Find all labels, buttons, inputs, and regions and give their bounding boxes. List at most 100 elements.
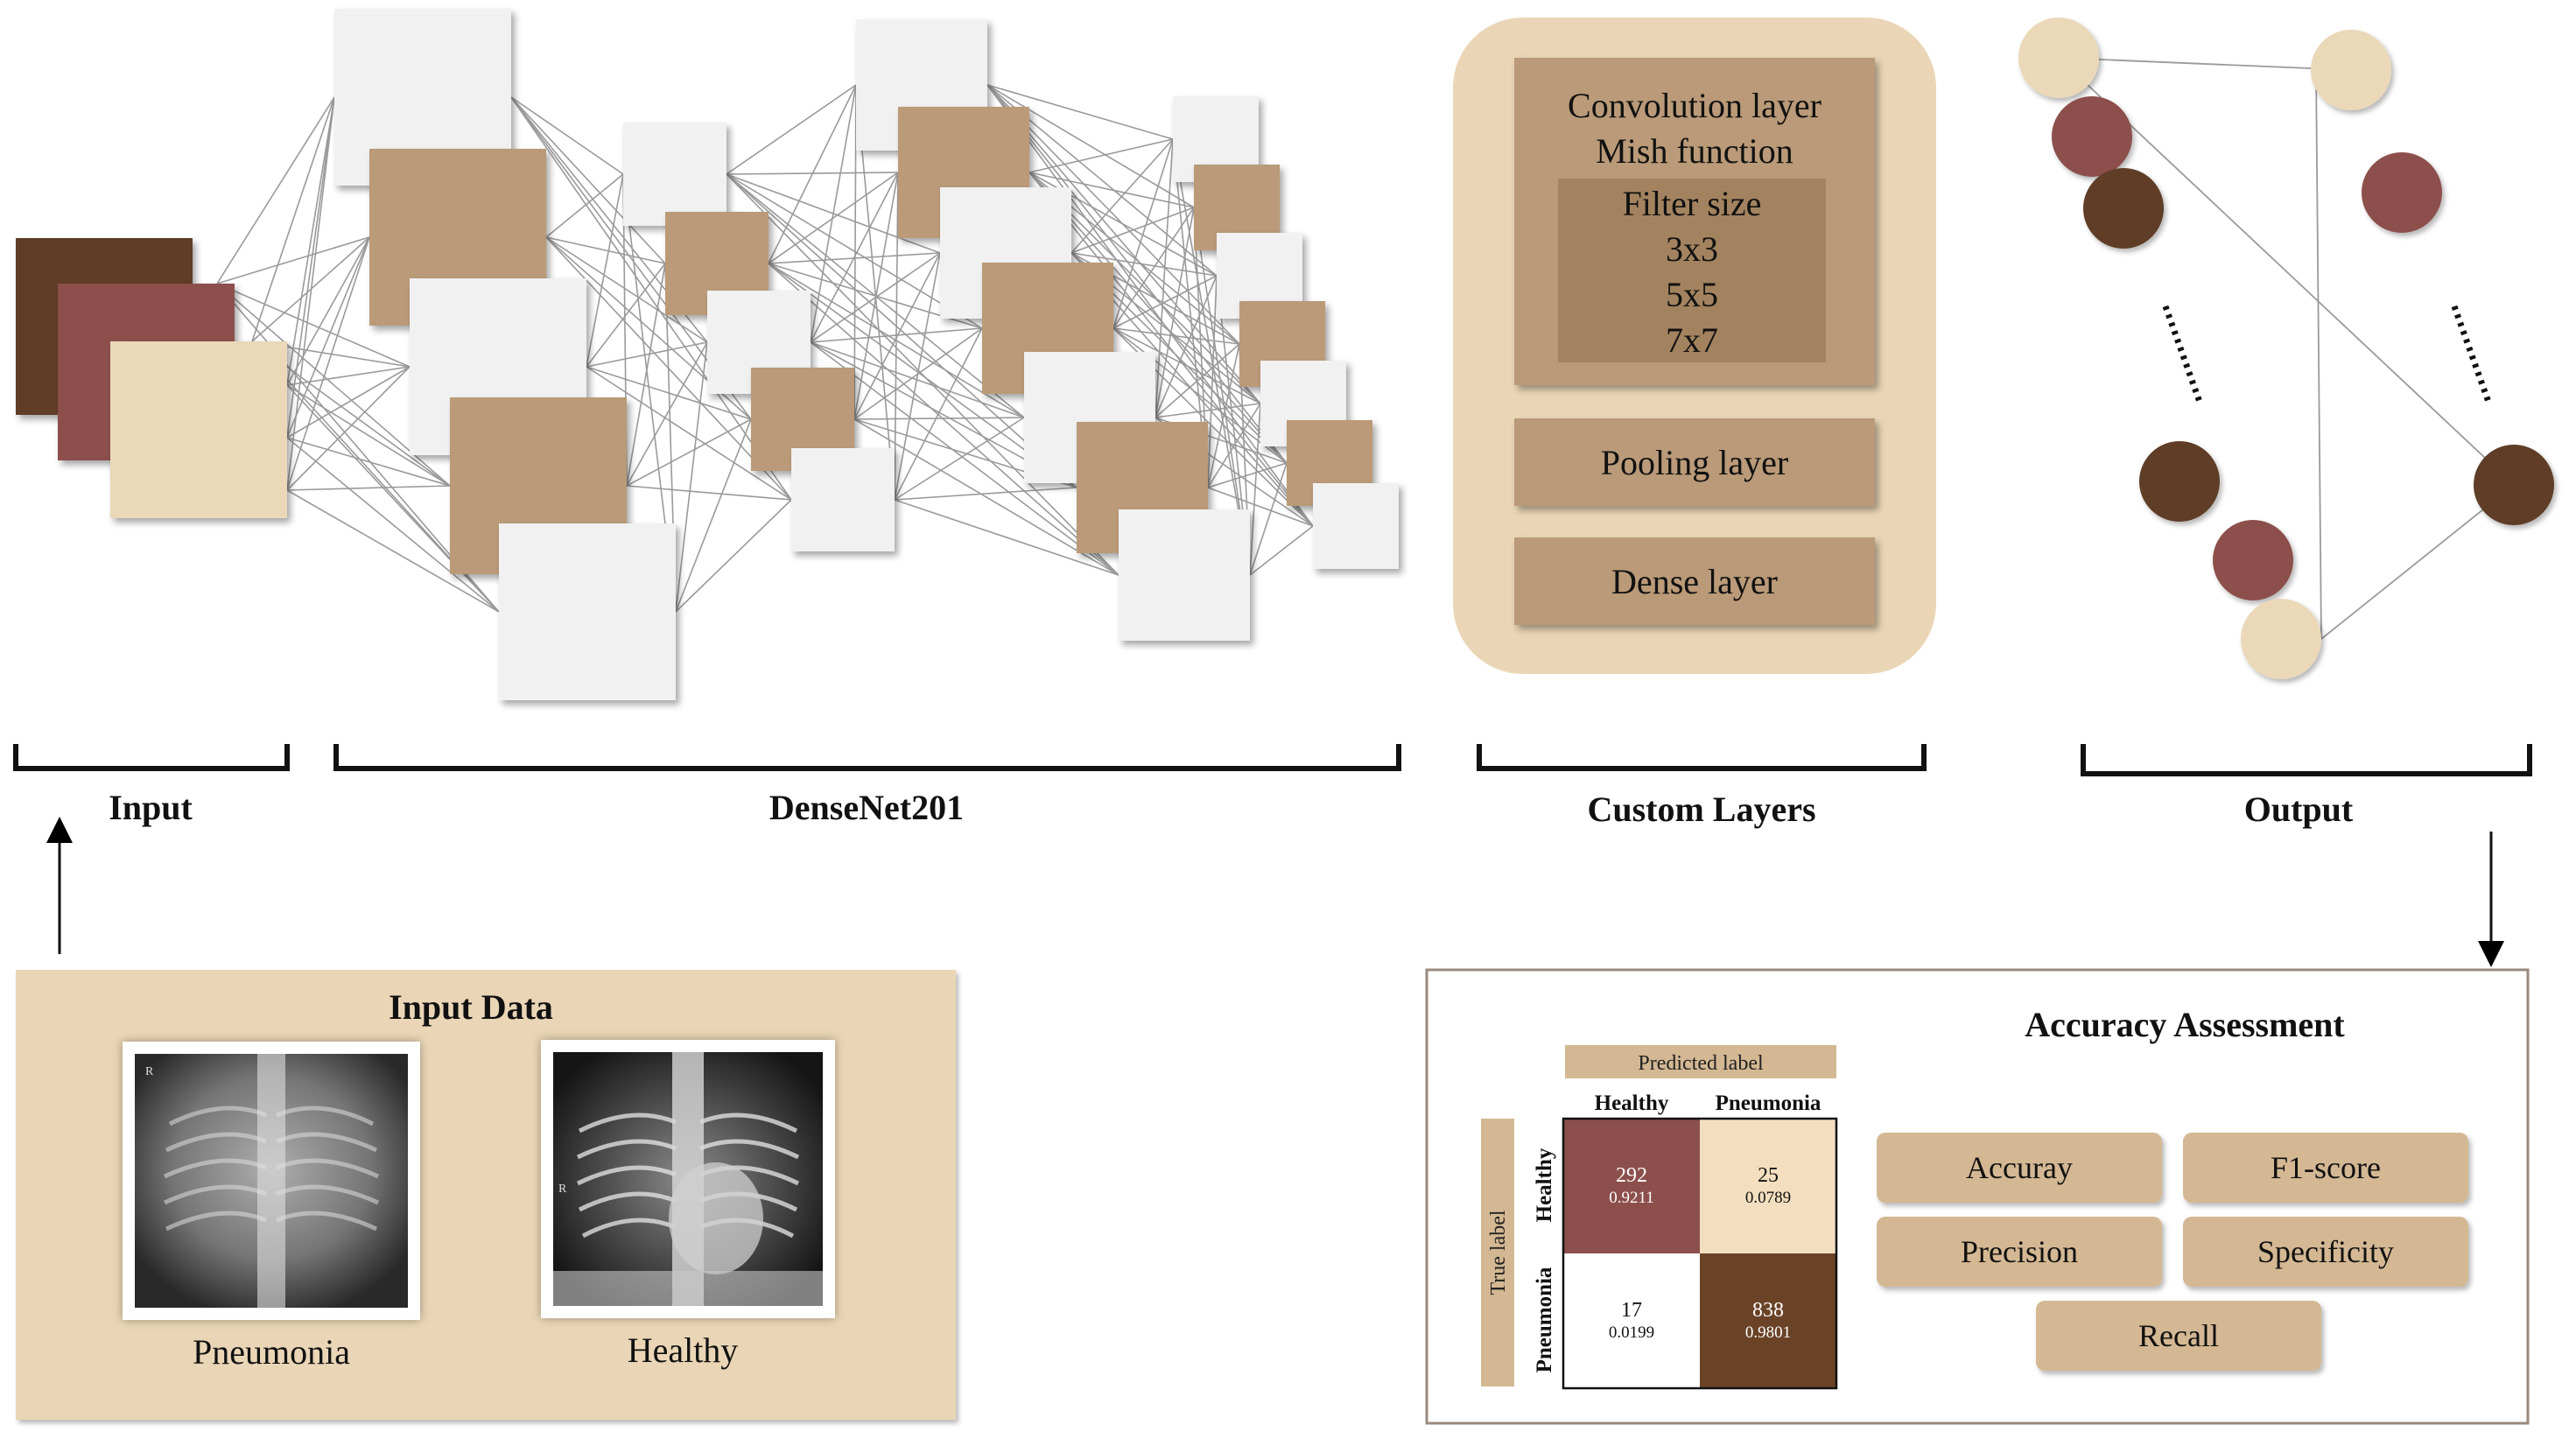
- connection-line: [1207, 462, 1288, 488]
- input-bracket: [13, 744, 290, 771]
- accuracy-assessment-panel: Accuracy Assessment Predicted label Heal…: [1425, 968, 2530, 1425]
- section-label-input: Input: [109, 788, 193, 827]
- metric-precision-label: Precision: [1961, 1234, 2078, 1269]
- connection-line: [510, 96, 666, 264]
- output-node: [2018, 18, 2099, 98]
- confusion-matrix: Predicted label Healthy Pneumonia True l…: [1481, 1045, 1838, 1390]
- cm-ratio: 0.0789: [1745, 1189, 1791, 1207]
- connection-line: [726, 84, 857, 175]
- cm-count: 292: [1616, 1164, 1647, 1187]
- densenet-bracket: [333, 744, 1401, 771]
- connection-line: [986, 84, 1261, 404]
- connection-line: [1113, 207, 1195, 329]
- filter-size-title: Filter size: [1623, 184, 1762, 223]
- connection-line: [1028, 172, 1288, 464]
- section-label-custom-layers: Custom Layers: [1587, 790, 1815, 829]
- xray-image-healthy: R: [541, 1040, 835, 1318]
- output-node: [2052, 96, 2132, 177]
- connection-line: [286, 485, 451, 491]
- connection-line: [894, 252, 941, 501]
- connection-line: [810, 84, 857, 343]
- true-label: True label: [1487, 1210, 1510, 1295]
- connection-line: [726, 173, 1120, 576]
- connection-line: [286, 96, 335, 386]
- connection-line: [675, 418, 752, 613]
- true-label-bar: [1481, 1119, 1514, 1386]
- cm-border: [1562, 1117, 1838, 1390]
- connection-line: [545, 173, 624, 238]
- metric-buttons: Accuray F1-score Precision Specificity R…: [1877, 1133, 2468, 1371]
- connection-line: [286, 437, 500, 613]
- xray-caption-healthy: Healthy: [628, 1330, 739, 1370]
- cm-cell-fp: [1700, 1119, 1836, 1253]
- connection-line: [1207, 275, 1218, 488]
- metric-specificity-label: Specificity: [2257, 1234, 2394, 1269]
- col-label-healthy: Healthy: [1595, 1092, 1669, 1115]
- densenet-blocks: [334, 9, 1399, 700]
- metric-recall: [2036, 1301, 2321, 1371]
- input-data-title: Input Data: [389, 987, 553, 1027]
- output-connections: [2058, 57, 2515, 640]
- connection-line: [286, 384, 451, 487]
- filter-size-1: 3x3: [1666, 229, 1718, 269]
- connection-line: [286, 366, 411, 491]
- connection-line: [1155, 275, 1218, 418]
- connection-line: [726, 173, 1077, 488]
- custom-layers-panel: Convolution layer Mish function Filter s…: [1453, 18, 1936, 674]
- feature-map-light: [623, 123, 726, 226]
- pooling-layer-label: Pooling layer: [1601, 443, 1788, 482]
- output-node: [2139, 441, 2220, 522]
- xray-marker: R: [558, 1183, 567, 1196]
- cm-ratio: 0.9801: [1745, 1323, 1791, 1342]
- cm-count: 17: [1621, 1299, 1642, 1322]
- connection-line: [286, 96, 335, 491]
- connection-line: [1113, 138, 1174, 329]
- dense-layer-label: Dense layer: [1611, 562, 1778, 601]
- connection-line: [1249, 403, 1261, 576]
- connection-line: [1207, 487, 1314, 527]
- connection-line: [1155, 207, 1195, 418]
- connection-line: [510, 96, 792, 501]
- cm-count: 25: [1758, 1164, 1779, 1187]
- accuracy-assessment-title: Accuracy Assessment: [2025, 1005, 2345, 1044]
- connection-line: [986, 84, 1195, 208]
- connection-line: [586, 173, 624, 368]
- connection-line: [1249, 462, 1288, 576]
- connection-line: [586, 341, 708, 368]
- section-label-densenet: DenseNet201: [769, 788, 964, 827]
- connection-line: [626, 485, 792, 501]
- cm-cell-tp: [1563, 1119, 1700, 1253]
- metric-accuracy-label: Accuray: [1966, 1150, 2073, 1185]
- connection-line: [768, 84, 857, 264]
- output-bracket: [2081, 744, 2532, 776]
- connection-line: [1113, 327, 1261, 404]
- output-node: [2362, 152, 2442, 233]
- feature-map-light: [1119, 509, 1250, 641]
- connection-line: [1028, 138, 1174, 173]
- connection-line: [726, 173, 983, 329]
- pooling-layer-block: [1514, 418, 1875, 506]
- connection-line: [768, 263, 1120, 576]
- ellipsis-dots: [2162, 305, 2204, 406]
- connection-line: [894, 487, 1077, 501]
- connection-line: [894, 172, 899, 501]
- ellipsis-dots: [2451, 305, 2493, 406]
- connection-line: [286, 489, 500, 613]
- connection-line: [626, 263, 666, 487]
- connection-line: [1070, 207, 1195, 254]
- feature-map-light: [1313, 483, 1399, 569]
- filter-size-3: 7x7: [1666, 320, 1718, 360]
- connection-line: [810, 341, 1120, 576]
- output-node: [2474, 445, 2554, 525]
- col-label-pneumonia: Pneumonia: [1716, 1092, 1821, 1115]
- input-stack: [16, 238, 287, 518]
- section-label-output: Output: [2244, 790, 2354, 829]
- input-channel-beige: [110, 341, 287, 518]
- metric-specificity: [2183, 1217, 2468, 1287]
- connection-line: [1070, 252, 1218, 277]
- output-node: [2311, 30, 2391, 110]
- metric-recall-label: Recall: [2138, 1318, 2219, 1353]
- connection-line: [986, 84, 1288, 464]
- connection-line: [545, 236, 666, 264]
- output-node: [2213, 520, 2293, 600]
